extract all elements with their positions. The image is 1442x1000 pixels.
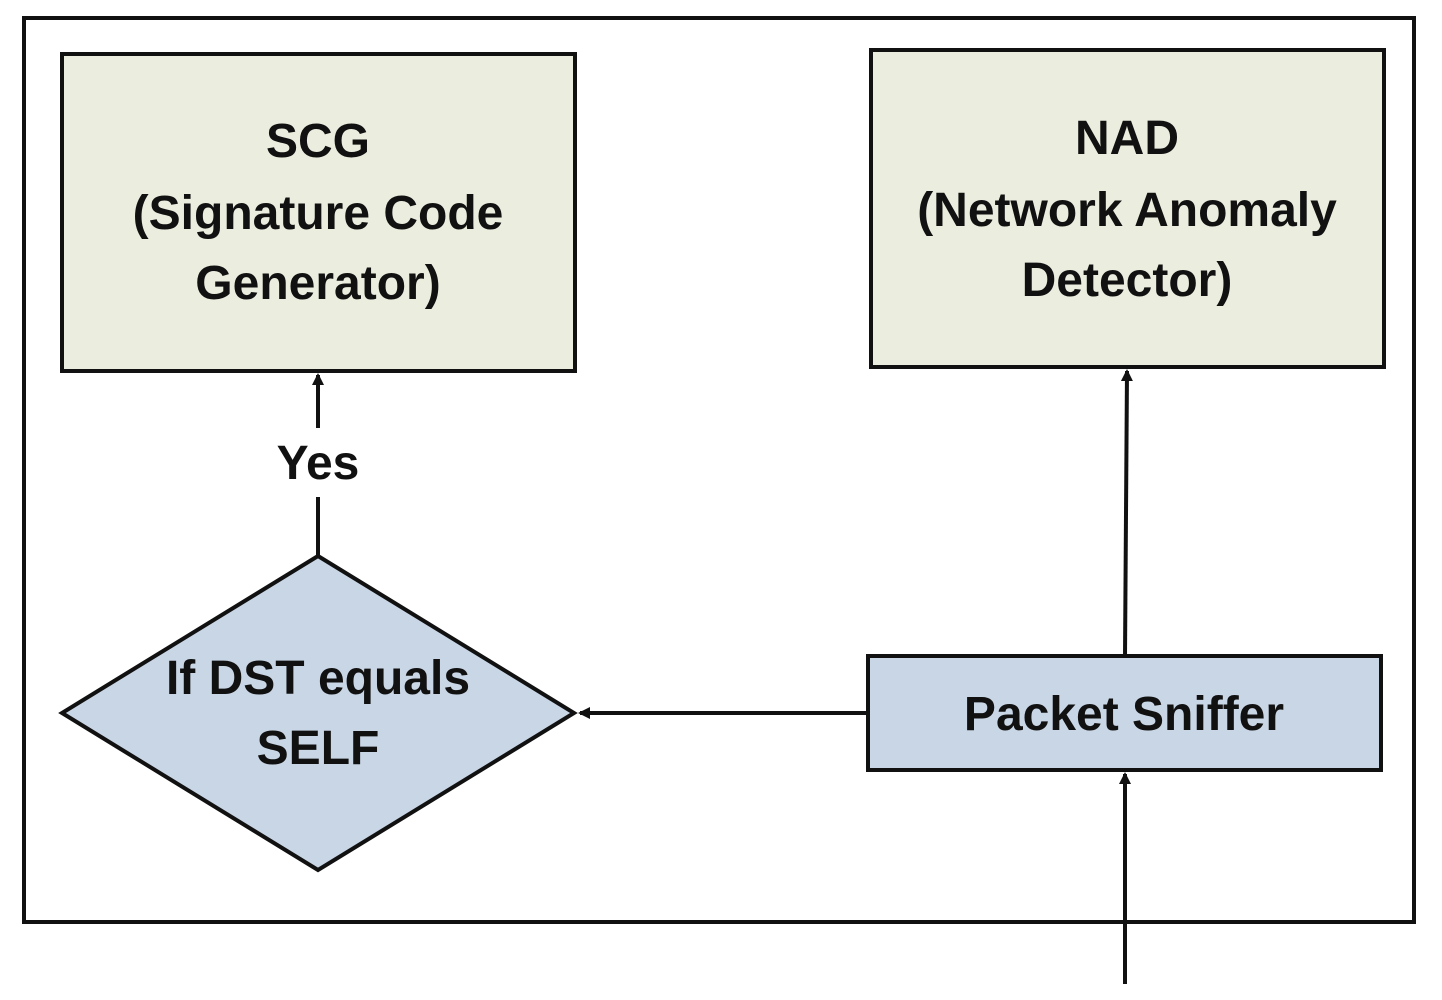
scg-node: SCG (Signature Code Generator)	[60, 52, 577, 373]
sniffer-label: Packet Sniffer	[964, 688, 1284, 741]
nad-subtitle-line1: (Network Anomaly	[917, 184, 1337, 237]
scg-title: SCG	[266, 115, 370, 168]
scg-subtitle-line2: Generator)	[195, 257, 440, 310]
outer-frame	[22, 16, 1416, 924]
nad-subtitle-line2: Detector)	[1022, 254, 1233, 307]
decision-node: If DST equals SELF	[58, 553, 578, 873]
decision-label-line2: SELF	[257, 722, 380, 775]
decision-diamond	[58, 553, 578, 873]
scg-subtitle-line1: (Signature Code	[133, 187, 504, 240]
scg-box	[60, 52, 577, 373]
yes-label: Yes	[277, 437, 360, 490]
edge-sniffer-to-nad	[1120, 369, 1133, 657]
nad-box	[869, 48, 1386, 369]
decision-label-line1: If DST equals	[166, 652, 470, 705]
nad-node: NAD (Network Anomaly Detector)	[869, 48, 1386, 369]
sniffer-box	[866, 654, 1383, 772]
nad-title: NAD	[1075, 112, 1179, 165]
sniffer-node: Packet Sniffer	[866, 654, 1383, 772]
